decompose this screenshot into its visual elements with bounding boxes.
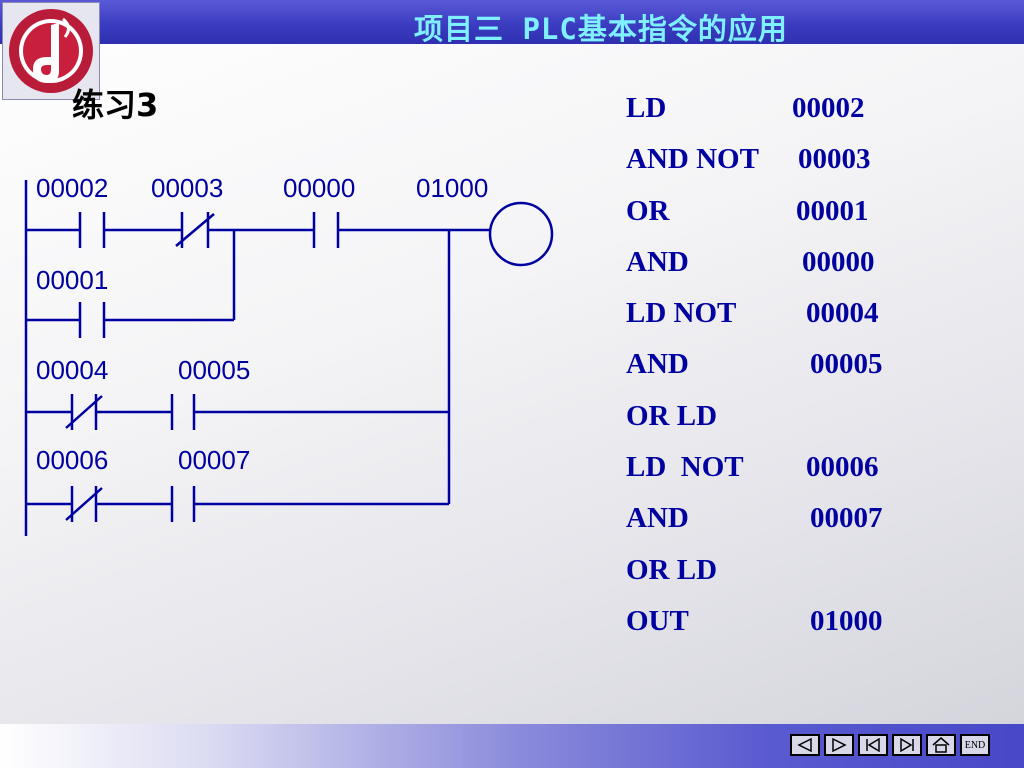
label-00005: 00005	[178, 355, 250, 385]
label-00001: 00001	[36, 265, 108, 295]
school-logo	[2, 2, 100, 100]
instruction-addr: 00003	[798, 143, 871, 176]
instruction-op: OUT	[626, 604, 689, 637]
first-button[interactable]	[858, 734, 888, 756]
instruction-op: OR LD	[626, 399, 718, 432]
next-button[interactable]	[824, 734, 854, 756]
end-button[interactable]: END	[960, 734, 990, 756]
ladder-diagram: 00002 00003 00000 01000 00001 00004 0000…	[24, 173, 554, 536]
instruction-addr: 00004	[806, 297, 879, 330]
header-bar: 项目三 PLC基本指令的应用	[0, 0, 1024, 46]
school-logo-icon	[3, 3, 99, 99]
contact-00002-no	[78, 212, 106, 248]
instruction-addr: 00005	[810, 348, 883, 381]
prev-icon	[797, 738, 812, 752]
contact-00005-no	[170, 394, 196, 430]
label-00006: 00006	[36, 445, 108, 475]
instruction-op: AND	[626, 245, 689, 278]
instruction-addr: 00001	[796, 194, 869, 227]
home-icon	[932, 737, 950, 753]
exercise-title: 练习3	[72, 86, 159, 124]
end-label: END	[964, 739, 986, 751]
instruction-op: LD NOT	[626, 451, 744, 484]
slide-navigation: END	[790, 734, 990, 760]
label-00007: 00007	[178, 445, 250, 475]
instruction-op: LD NOT	[626, 297, 737, 330]
instruction-op: AND	[626, 348, 689, 381]
home-button[interactable]	[926, 734, 956, 756]
contact-00007-no	[170, 486, 196, 522]
contact-00001-no	[78, 302, 106, 338]
label-00002: 00002	[36, 173, 108, 203]
last-icon	[900, 738, 914, 752]
instruction-addr: 00000	[802, 245, 875, 278]
instruction-addr: 00002	[792, 92, 865, 124]
next-icon	[832, 738, 847, 752]
instruction-op: OR	[626, 194, 670, 227]
first-icon	[866, 738, 880, 752]
instruction-op: AND	[626, 502, 689, 535]
instruction-addr: 00007	[810, 502, 883, 535]
label-00004: 00004	[36, 355, 108, 385]
label-00003: 00003	[151, 173, 223, 203]
instruction-op: LD	[626, 92, 667, 124]
instruction-addr: 01000	[810, 604, 883, 637]
prev-button[interactable]	[790, 734, 820, 756]
instruction-op: AND NOT	[626, 143, 759, 176]
label-00000: 00000	[283, 173, 355, 203]
label-01000: 01000	[416, 173, 488, 203]
instruction-addr: 00006	[806, 451, 879, 484]
last-button[interactable]	[892, 734, 922, 756]
coil-01000	[488, 201, 554, 267]
contact-00000-no	[312, 212, 340, 248]
instruction-op: OR LD	[626, 553, 718, 586]
page-title: 项目三 PLC基本指令的应用	[414, 12, 788, 46]
